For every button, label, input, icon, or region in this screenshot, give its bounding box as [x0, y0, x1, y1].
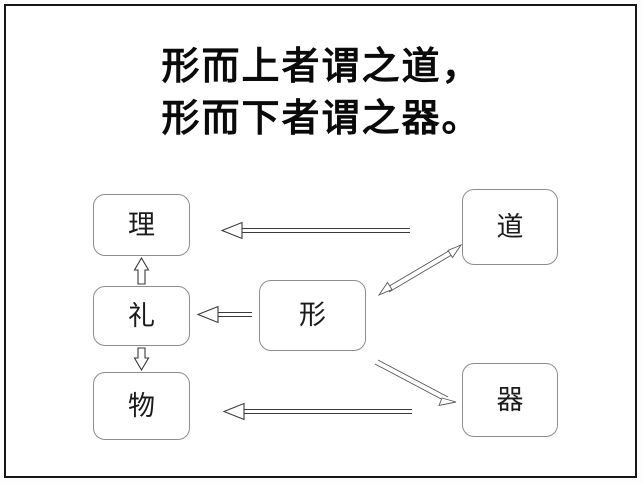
slide-title: 形而上者谓之道， 形而下者谓之器。	[0, 40, 643, 144]
title-line-2: 形而下者谓之器。	[161, 95, 482, 140]
node-label: 物	[128, 390, 155, 422]
edge-qi-to-wu	[222, 402, 412, 421]
edge-xing-dao	[377, 243, 463, 297]
node-wu[interactable]: 物	[93, 372, 190, 440]
node-li-principle[interactable]: 理	[93, 194, 190, 256]
node-xing[interactable]: 形	[259, 280, 366, 351]
title-line-1: 形而上者谓之道，	[161, 43, 482, 88]
node-label: 形	[299, 300, 326, 331]
node-label: 理	[128, 209, 155, 241]
node-li-rite[interactable]: 礼	[93, 286, 190, 346]
edge-li-rite-to-wu	[133, 347, 150, 372]
edge-li-rite-to-li-principle	[133, 256, 150, 285]
node-label: 器	[496, 384, 524, 416]
node-label: 礼	[128, 300, 155, 332]
node-dao[interactable]: 道	[462, 189, 558, 265]
node-label: 道	[496, 211, 524, 243]
edge-xing-to-qi	[374, 359, 457, 407]
edge-dao-to-li-principle	[220, 221, 410, 240]
node-qi[interactable]: 器	[462, 363, 558, 437]
edge-xing-to-li-rite	[196, 305, 252, 324]
